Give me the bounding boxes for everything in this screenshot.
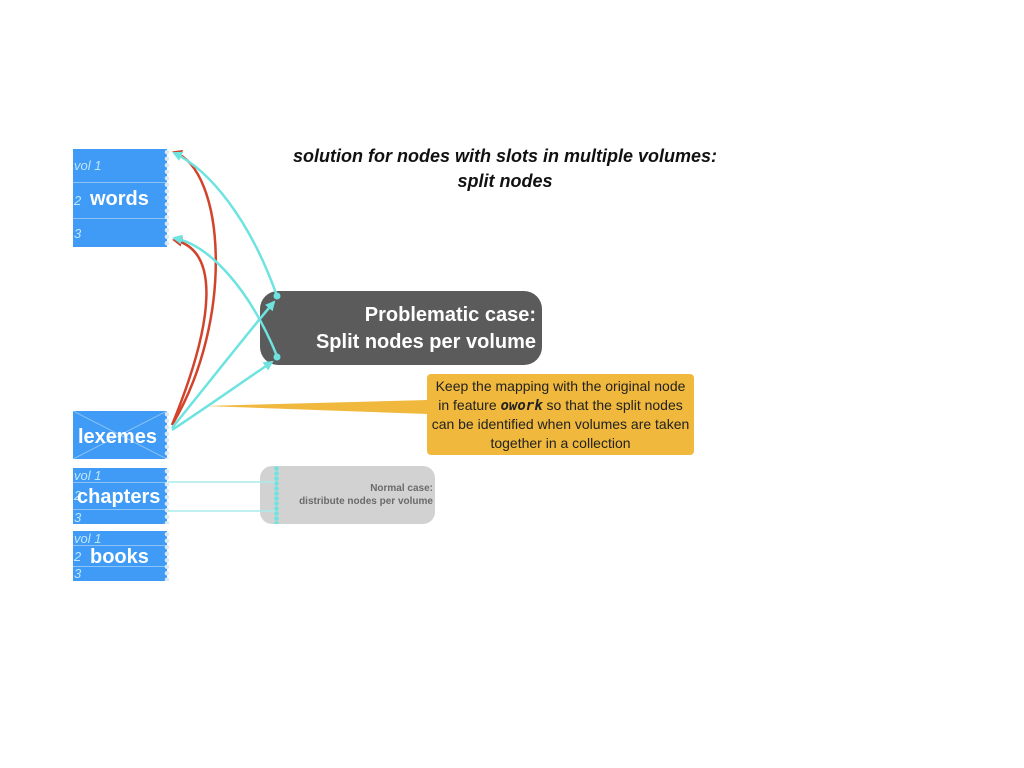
title-line-2: split nodes xyxy=(457,171,553,191)
books-vol-3: 3 xyxy=(74,566,82,581)
words-vol-1: vol 1 xyxy=(74,158,102,173)
words-vol-2: 2 xyxy=(74,193,82,208)
chapters-slot-dots xyxy=(164,468,170,524)
problematic-line-2: Split nodes per volume xyxy=(315,331,536,353)
chapters-vol-3: 3 xyxy=(74,510,82,525)
note-code: owork xyxy=(500,397,543,414)
chapters-box: vol 1 2 3 chapters xyxy=(73,468,170,525)
lexemes-cross xyxy=(73,411,167,459)
words-box: vol 1 2 3 words xyxy=(73,149,170,247)
cyan-arrow-words-2 xyxy=(172,234,279,357)
books-box: vol 1 2 3 books xyxy=(73,531,170,581)
books-slot-dots xyxy=(164,531,170,581)
slide-title: solution for nodes with slots in multipl… xyxy=(260,144,750,194)
note-text-before: Keep the mapping with the original node … xyxy=(435,378,686,413)
red-arrow-bottom xyxy=(170,236,208,426)
lexemes-label: lexemes xyxy=(78,426,157,448)
cyan-arrow-lexemes-1 xyxy=(171,300,276,429)
note-pointer xyxy=(205,400,428,414)
books-vol-2: 2 xyxy=(74,549,82,564)
note-text-after: so that the split nodes can be identifie… xyxy=(431,396,690,451)
note-callout: Keep the mapping with the original node … xyxy=(427,374,694,455)
normal-case-box: Normal case: distribute nodes per volume xyxy=(260,466,435,524)
normal-line-2: distribute nodes per volume xyxy=(299,496,433,507)
books-label: books xyxy=(90,546,149,568)
red-arrow-top xyxy=(170,149,218,426)
lexemes-slot-dots xyxy=(164,411,170,459)
endpoint-dot-2 xyxy=(273,353,281,361)
normal-case-slot-dots xyxy=(274,466,279,524)
cyan-arrow-words-1 xyxy=(172,151,279,297)
chapters-vol-2: 2 xyxy=(74,488,82,503)
title-line-1: solution for nodes with slots in multipl… xyxy=(292,146,718,166)
chapters-vol-1: vol 1 xyxy=(74,468,102,483)
endpoint-dot-1 xyxy=(273,292,281,300)
words-vol-3: 3 xyxy=(74,226,82,241)
problematic-case-box: Problematic case: Split nodes per volume xyxy=(260,291,542,365)
normal-line-1: Normal case: xyxy=(370,483,433,494)
books-vol-1: vol 1 xyxy=(74,531,102,546)
problematic-line-1: Problematic case: xyxy=(364,304,536,326)
words-label: words xyxy=(90,188,149,210)
words-slot-dots xyxy=(164,149,170,247)
chapters-label: chapters xyxy=(77,486,161,508)
lexemes-box: lexemes xyxy=(73,411,170,459)
cyan-arrow-lexemes-2 xyxy=(171,360,274,432)
